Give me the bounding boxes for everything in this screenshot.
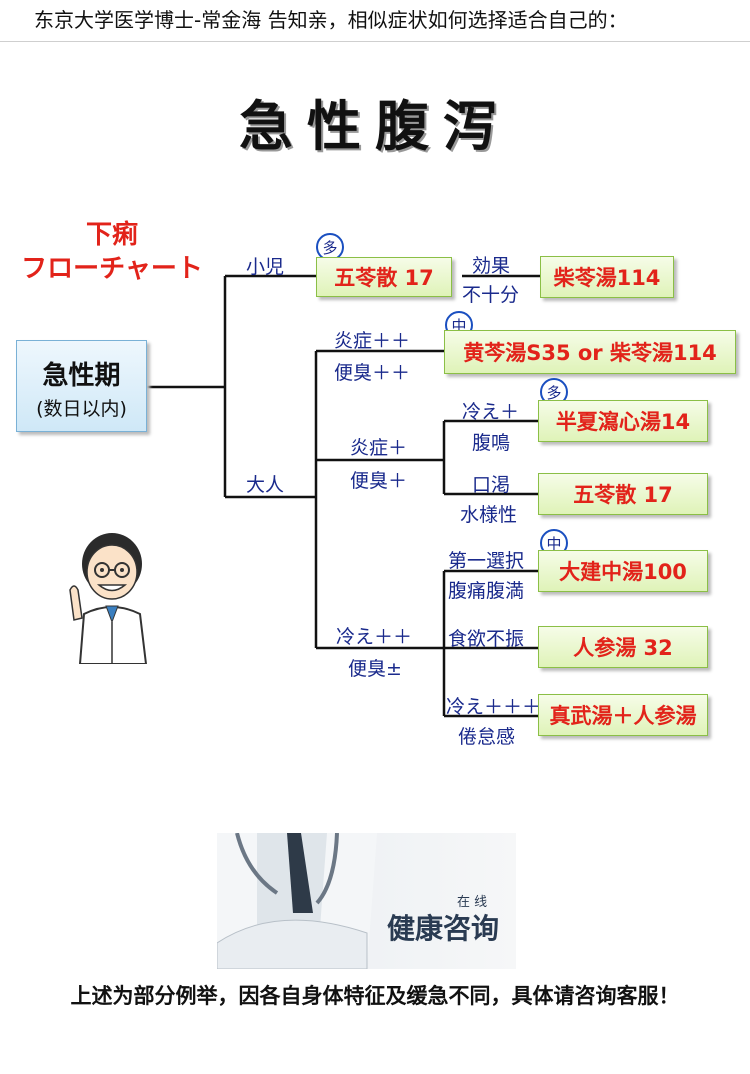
- header-text: 东京大学医学博士-常金海 告知亲，相似症状如何选择适合自己的：: [0, 0, 750, 42]
- adult-a1-box: 黄芩湯S35 or 柴苓湯114: [444, 330, 736, 374]
- doctor-cartoon-icon: [69, 533, 148, 664]
- adult-c1-bottom: 腹痛腹満: [448, 580, 525, 602]
- child-first-box: 五苓散 17: [316, 257, 452, 297]
- child-edge-top: 効果: [472, 255, 511, 277]
- adult-c1-top: 第一選択: [448, 550, 525, 572]
- adult-c1-box: 大建中湯100: [538, 550, 708, 592]
- adult-b1-bottom: 腹鳴: [472, 432, 511, 454]
- adult-c3-top: 冷え＋＋＋: [446, 696, 542, 718]
- adult-b2-bottom: 水様性: [460, 504, 518, 526]
- flowchart-label-line2: フローチャート: [21, 254, 203, 284]
- adult-b2-top: 口渇: [472, 474, 511, 496]
- adult-b1-box: 半夏瀉心湯14: [538, 400, 708, 442]
- adult-c3-bottom: 倦怠感: [458, 726, 516, 748]
- adult-a3-bottom: 便臭±: [348, 658, 402, 680]
- adult-a1-top: 炎症＋＋: [334, 330, 411, 352]
- adult-a3-top: 冷え＋＋: [336, 626, 413, 648]
- child-second-box: 柴苓湯114: [540, 256, 674, 298]
- consultation-banner[interactable]: 在 线 健康咨询: [217, 833, 516, 969]
- branch-child-label: 小児: [246, 256, 285, 278]
- adult-a2-top: 炎症＋: [350, 437, 408, 459]
- adult-a1-bottom: 便臭＋＋: [334, 362, 411, 384]
- doctor-photo-icon: [217, 833, 377, 969]
- root-subtitle: (数日以内): [36, 398, 127, 420]
- branch-adult-label: 大人: [246, 474, 285, 496]
- child-edge-bottom: 不十分: [462, 284, 520, 306]
- adult-b1-top: 冷え＋: [462, 401, 520, 423]
- flowchart-label: 下痢 フローチャート: [12, 218, 212, 286]
- adult-b2-box: 五苓散 17: [538, 473, 708, 515]
- banner-title: 健康咨询: [387, 912, 500, 945]
- adult-c2-box: 人参湯 32: [538, 626, 708, 668]
- footer-notice: 上述为部分例举，因各自身体特征及缓急不同，具体请咨询客服！: [70, 983, 680, 1008]
- root-node-acute: 急性期 (数日以内): [16, 340, 147, 432]
- adult-c3-box: 真武湯＋人参湯: [538, 694, 708, 736]
- adult-c2-top: 食欲不振: [448, 628, 525, 650]
- flowchart-label-line1: 下痢: [85, 220, 138, 250]
- root-title: 急性期: [42, 361, 121, 391]
- adult-a2-bottom: 便臭＋: [350, 470, 408, 492]
- banner-subtitle: 在 线: [457, 895, 488, 910]
- page-title: 急性腹泻: [239, 95, 511, 158]
